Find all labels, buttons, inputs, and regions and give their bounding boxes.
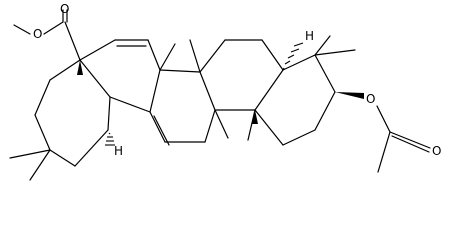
methyl-ester-group (13, 9, 81, 61)
hydrogen-right-label: H (305, 29, 314, 43)
ring-d (199, 39, 284, 111)
stereo-bonds (77, 42, 364, 146)
ring-a (9, 59, 111, 181)
ring-c (149, 69, 216, 146)
ester-carbonyl-oxygen-label: O (60, 2, 69, 16)
methyl-substituents (159, 39, 256, 141)
acetate-carbonyl-oxygen-label: O (432, 144, 441, 158)
acetate-ether-oxygen-label: O (366, 92, 375, 106)
ester-ether-oxygen-label: O (33, 27, 42, 41)
molecule-diagram: O O O O H H (9, 2, 441, 181)
acetate-group (376, 105, 431, 173)
hydrogen-left-label: H (114, 144, 123, 158)
ring-b (79, 39, 161, 113)
ring-e (254, 35, 356, 146)
